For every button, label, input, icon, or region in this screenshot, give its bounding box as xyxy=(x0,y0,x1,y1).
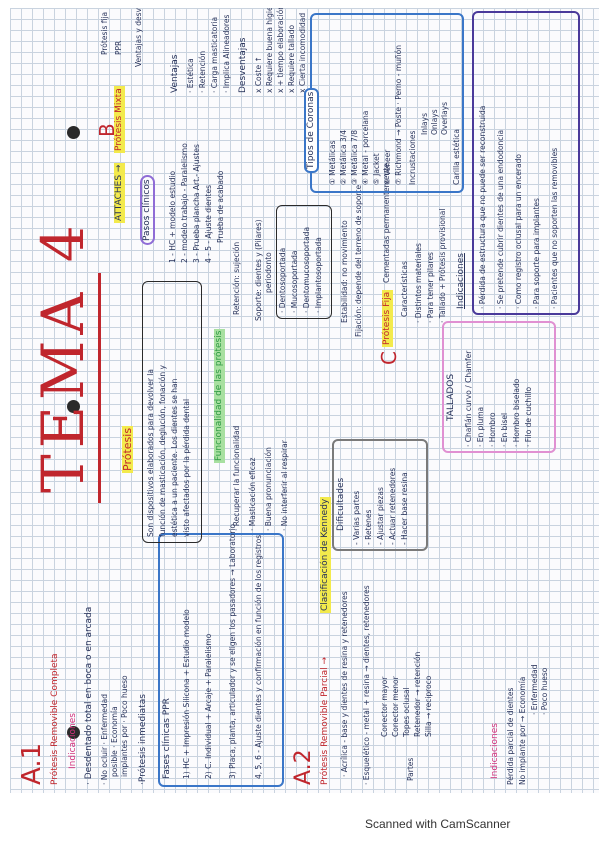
tipos-title: Tipos de Coronas xyxy=(304,87,319,173)
funcionalidad-title: Funcionalidad de las prótesis xyxy=(214,328,225,463)
fases-title: Fases clínicas PPR xyxy=(162,698,172,779)
pasos-title: Pasos clínicos xyxy=(140,175,155,245)
protesis-title: Prótesis xyxy=(121,425,134,473)
estabilidad-text: Estabilidad: no movimiento xyxy=(340,220,349,323)
a1-title: Prótesis Removible Completa xyxy=(50,653,60,785)
a2-label: A.2 xyxy=(291,749,316,785)
c-title: Prótesis Fija xyxy=(382,289,393,347)
camscanner-watermark: Scanned with CamScanner xyxy=(365,817,511,831)
a2-title: Prótesis Removible Parcial → xyxy=(320,656,330,785)
page-title: TEMA 4 xyxy=(29,219,97,493)
tallados-title: TALLADOS xyxy=(446,373,456,421)
a2-partes-label: Partes xyxy=(406,757,415,781)
binder-hole-bottom xyxy=(67,726,80,739)
protesis-fija-label: Prótesis fija xyxy=(100,11,109,55)
fases-box xyxy=(158,533,284,787)
a1-label: A.1 xyxy=(17,742,47,785)
indicaciones2-title: Indicaciones xyxy=(490,723,500,779)
dificultades-title: Dificultades xyxy=(336,477,346,531)
c-label: C xyxy=(377,351,401,365)
fijacion-text: Fijación: depende del terreno de soporte xyxy=(354,184,363,337)
tallados-box xyxy=(442,321,556,453)
a2-clasificacion: Clasificación de Kennedy xyxy=(320,496,331,613)
protesis-mixta: Prótesis Mixta xyxy=(114,86,125,153)
binder-hole-top xyxy=(67,126,80,139)
a1-indicaciones: Indicaciones xyxy=(68,713,78,769)
attaches-label: ATTACHES → xyxy=(114,162,125,223)
ppr-label: PPR xyxy=(114,40,123,55)
title-underline xyxy=(98,273,101,503)
a2-acrilica: · Acrílica - base y dientes de resina y … xyxy=(340,591,349,777)
binder-hole-middle xyxy=(67,400,80,413)
retencion-text: Retención: sujeción xyxy=(232,241,241,315)
c-caracteristicas: Características xyxy=(400,261,409,317)
rotated-notes: TEMA 4 A.1 Prótesis Removible Completa I… xyxy=(10,8,599,793)
soporte-line2: periodonto xyxy=(264,252,273,293)
notebook-page: TEMA 4 A.1 Prótesis Removible Completa I… xyxy=(10,8,599,793)
ventajas-desventajas: Ventajas y desventajas xyxy=(134,8,143,67)
desventajas-title: Desventajas xyxy=(238,37,248,93)
soporte-line1: Soporte: dientes y (Pilares) xyxy=(254,219,263,321)
indicaciones3-title: Indicaciones xyxy=(456,253,466,309)
ventajas-title: Ventajas xyxy=(170,54,180,93)
indicaciones3-box xyxy=(472,11,580,315)
a2-esqueletico: · Esquelético - metal + resina → dientes… xyxy=(362,585,371,785)
